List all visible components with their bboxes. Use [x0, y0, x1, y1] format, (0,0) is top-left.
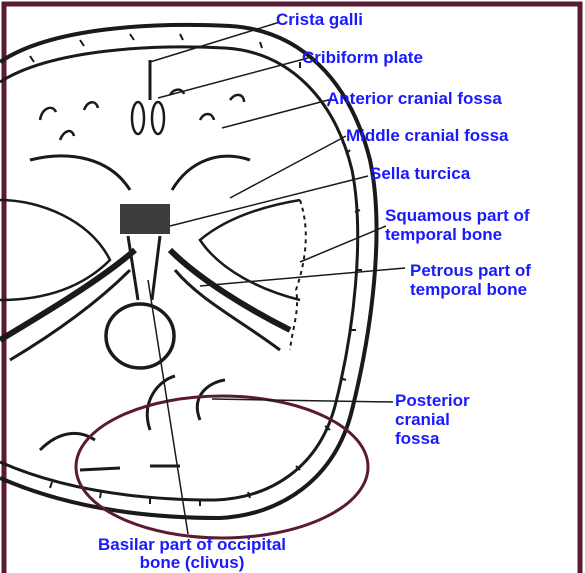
leader-squamous	[300, 226, 386, 262]
label-posterior-line1: Posterior	[395, 392, 470, 409]
label-anterior-cranial-fossa: Anterior cranial fossa	[327, 90, 502, 107]
label-cribiform-plate: Cribiform plate	[302, 49, 423, 66]
label-basilar-line1: Basilar part of occipital	[52, 536, 332, 553]
leader-cribiform-plate	[158, 58, 308, 98]
label-crista-galli: Crista galli	[276, 11, 363, 28]
label-sella-turcica: Sella turcica	[370, 165, 470, 182]
leader-anterior-fossa	[222, 99, 332, 128]
foramen-magnum	[106, 304, 174, 368]
cribiform-plate-left	[132, 102, 144, 134]
label-squamous-line2: temporal bone	[385, 226, 502, 243]
label-posterior-line2: cranial	[395, 411, 450, 428]
label-posterior-line3: fossa	[395, 430, 439, 447]
petrous-ridges-inner	[10, 270, 280, 360]
leader-middle-fossa	[230, 136, 346, 198]
sphenoid-ridges	[30, 156, 250, 190]
label-middle-cranial-fossa: Middle cranial fossa	[346, 127, 509, 144]
clivus-shape	[128, 236, 160, 300]
cribiform-plate-right	[152, 102, 164, 134]
occipital-ridges	[80, 466, 180, 470]
sella-turcica-shape	[120, 204, 170, 234]
label-petrous-line1: Petrous part of	[410, 262, 531, 279]
label-petrous-line2: temporal bone	[410, 281, 527, 298]
leader-sella-turcica	[170, 176, 368, 226]
squamous-suture	[290, 200, 306, 350]
label-squamous-line1: Squamous part of	[385, 207, 530, 224]
leader-posterior-fossa	[212, 399, 393, 402]
posterior-fossa-grooves	[40, 376, 225, 450]
label-basilar-line2: bone (clivus)	[52, 554, 332, 571]
